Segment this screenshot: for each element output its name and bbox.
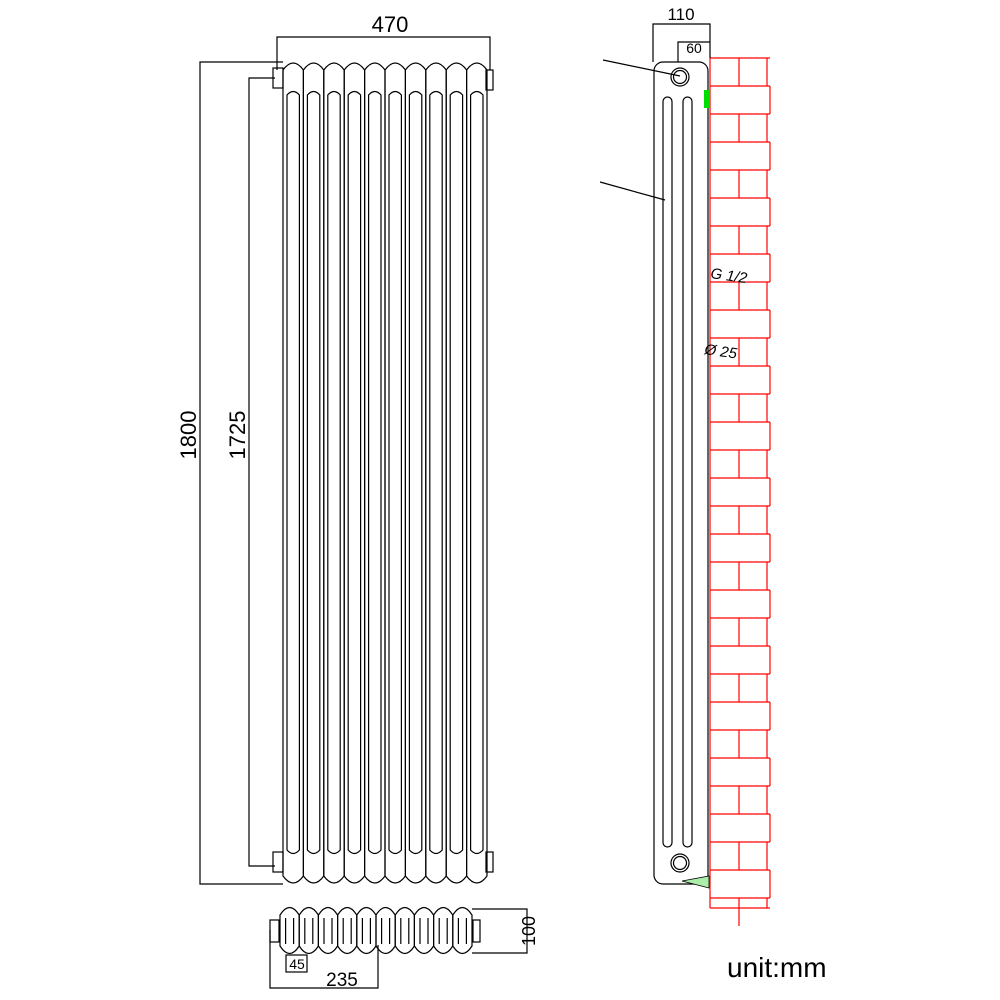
section-dimensions xyxy=(269,908,528,989)
section-column xyxy=(337,906,358,955)
offset-dimension: 60 xyxy=(686,40,702,56)
half-width-dimension: 235 xyxy=(326,970,358,991)
section-column xyxy=(298,906,319,955)
width-dimension: 470 xyxy=(372,12,409,37)
section-column xyxy=(279,906,300,955)
column-tube xyxy=(347,90,362,855)
section-left-plug xyxy=(269,919,280,943)
column-tube xyxy=(470,90,484,855)
section-column xyxy=(317,906,339,955)
column-tube xyxy=(388,90,402,855)
radiator-column xyxy=(425,62,447,884)
front-view xyxy=(272,62,494,884)
radiator-column xyxy=(302,62,325,884)
column-tube xyxy=(429,90,443,855)
column-tube xyxy=(449,90,464,855)
section-column xyxy=(394,906,415,955)
height-dimension: 1800 xyxy=(176,411,201,460)
bottom-right-plug xyxy=(485,851,494,873)
centers-dimension: 1725 xyxy=(225,411,250,460)
column-tube xyxy=(306,90,321,855)
column-tube xyxy=(327,90,341,855)
section-column xyxy=(356,906,377,955)
section-column xyxy=(413,906,435,955)
cross-section-view xyxy=(269,906,481,955)
section-column xyxy=(433,906,454,955)
radiator-column xyxy=(404,62,427,884)
radiator-column xyxy=(364,62,386,884)
column-tube xyxy=(286,90,300,855)
radiator-column xyxy=(282,62,304,884)
radiator-column xyxy=(384,62,406,884)
thread-label: G 1/2 xyxy=(709,265,748,287)
section-depth-dimension: 100 xyxy=(519,916,539,946)
radiator-column xyxy=(343,62,366,884)
brick-wall xyxy=(709,57,771,926)
bottom-bracket xyxy=(681,875,710,889)
pitch-dimension: 45 xyxy=(289,956,305,972)
unit-label: unit:mm xyxy=(727,952,827,983)
section-column xyxy=(375,906,396,955)
side-view xyxy=(599,23,711,885)
section-right-plug xyxy=(472,919,481,943)
bottom-left-plug xyxy=(272,851,284,873)
depth-dimension: 110 xyxy=(667,5,694,24)
front-dimensions xyxy=(199,36,491,885)
section-column xyxy=(452,906,473,955)
radiator-column xyxy=(445,62,468,884)
radiator-column xyxy=(323,62,345,884)
column-tube xyxy=(408,90,423,855)
diameter-label: Ø 25 xyxy=(702,341,738,363)
column-tube xyxy=(368,90,382,855)
wall-bracket xyxy=(704,90,710,108)
radiator-column xyxy=(466,62,488,884)
